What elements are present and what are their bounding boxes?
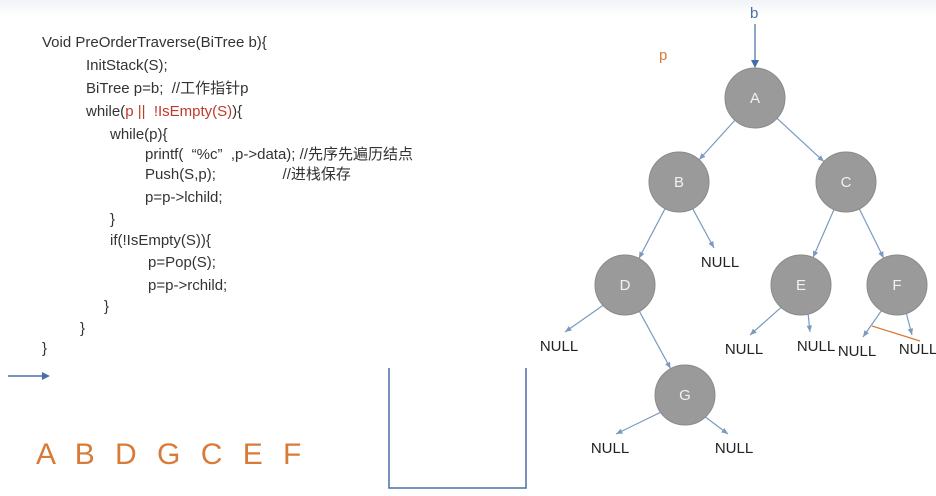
code-text: } [42, 340, 48, 357]
code-line: while(p || !IsEmpty(S)){ [86, 103, 242, 121]
code-text: while(p){ [110, 126, 168, 143]
tree-edge-B-D [638, 208, 666, 259]
pointer-b-label: b [750, 5, 758, 22]
tree-node-label: D [620, 277, 631, 294]
code-text: InitStack(S); [86, 57, 168, 74]
code-text: } [104, 298, 110, 315]
tree-edge-arrowhead [806, 325, 813, 332]
tree-edge-E-nE_l [749, 306, 782, 336]
traversal-hint-arrow [871, 325, 921, 342]
code-text: BiTree p=b; //工作指针p [86, 80, 249, 97]
code-line: p=Pop(S); [148, 254, 216, 272]
tree-edge-A-B [698, 119, 736, 161]
code-block: Void PreOrderTraverse(BiTree b){ InitStac… [0, 0, 520, 380]
code-line: p=p->lchild; [145, 189, 223, 207]
code-line: p=p->rchild; [148, 277, 227, 295]
tree-node-C [815, 151, 877, 213]
tree-node-E [770, 254, 832, 316]
code-line: } [104, 298, 109, 316]
code-text: p=Pop(S); [148, 254, 216, 271]
tree-edge-arrowhead [721, 427, 728, 434]
tree-edge-arrowhead [565, 326, 572, 332]
code-line: } [42, 340, 47, 358]
stack-container [388, 368, 527, 489]
code-line: Void PreOrderTraverse(BiTree b){ [42, 34, 267, 52]
top-bar [0, 0, 936, 16]
tree-node-label: F [892, 277, 901, 294]
tree-node-label: E [796, 277, 806, 294]
code-line: Push(S,p); //进栈保存 [145, 166, 351, 184]
tree-edge-C-F [858, 208, 885, 259]
execution-arrow [8, 372, 50, 380]
tree-node-B [648, 151, 710, 213]
null-leaf-label: NULL [838, 343, 876, 360]
null-leaf-label: NULL [591, 440, 629, 457]
code-text: Push(S,p); //进栈保存 [145, 166, 351, 183]
null-leaf-label: NULL [540, 338, 578, 355]
pointer-p-label: p [659, 47, 667, 64]
code-text: } [80, 320, 86, 337]
code-text: printf( “%c” ,p->data); //先序先遍历结点 [145, 146, 413, 163]
tree-edge-B-nB_r [692, 208, 715, 249]
tree-edge-D-nD_l [564, 304, 604, 333]
code-text: while( [86, 103, 126, 120]
code-line: while(p){ [110, 126, 168, 144]
code-line: if(!IsEmpty(S)){ [110, 232, 211, 250]
tree-node-A [724, 67, 786, 129]
tree-edge-D-G [638, 311, 672, 369]
tree-edge-arrowhead [750, 328, 757, 335]
null-leaf-label: NULL [715, 440, 753, 457]
code-text: p=p->rchild; [148, 277, 228, 294]
null-leaf-label: NULL [899, 341, 936, 358]
code-text: Void PreOrderTraverse(BiTree b){ [42, 34, 267, 51]
tree-node-D [594, 254, 656, 316]
tree-edge-A-C [776, 117, 825, 163]
tree-edge-arrowhead [813, 250, 819, 258]
code-text: ){ [232, 103, 243, 120]
tree-edge-arrowhead [699, 153, 706, 160]
null-leaf-label: NULL [701, 254, 739, 271]
tree-node-G [654, 364, 716, 426]
null-leaf-label: NULL [797, 338, 835, 355]
null-leaf-label: NULL [725, 341, 763, 358]
code-condition: p || !IsEmpty(S) [125, 103, 233, 120]
tree-edge-arrowhead [863, 330, 869, 337]
tree-edge-arrowhead [817, 155, 824, 162]
code-text: if(!IsEmpty(S)){ [110, 232, 211, 249]
tree-edge-arrowhead [638, 251, 645, 259]
tree-node-label: G [679, 387, 691, 404]
tree-edge-arrowhead [708, 241, 714, 248]
tree-edge-arrowhead [878, 251, 884, 259]
code-line: InitStack(S); [86, 57, 168, 75]
tree-node-label: B [674, 174, 684, 191]
code-line: BiTree p=b; //工作指针p [86, 80, 248, 98]
tree-edge-C-E [812, 209, 835, 258]
code-line: } [80, 320, 85, 338]
tree-edge-arrowhead [616, 428, 623, 434]
tree-edge-G-nG_l [615, 411, 661, 435]
code-text: } [110, 211, 116, 228]
pointer-b-arrow [751, 24, 759, 68]
tree-edge-arrowhead [907, 328, 913, 335]
traversal-result: A B D G C E F [36, 438, 308, 471]
code-line: printf( “%c” ,p->data); //先序先遍历结点 [145, 146, 413, 164]
tree-node-label: C [841, 174, 852, 191]
tree-edge-arrowhead [665, 361, 671, 369]
code-line: } [110, 211, 115, 229]
tree-node-label: A [750, 90, 760, 107]
tree-node-F [866, 254, 928, 316]
code-text: p=p->lchild; [145, 189, 223, 206]
